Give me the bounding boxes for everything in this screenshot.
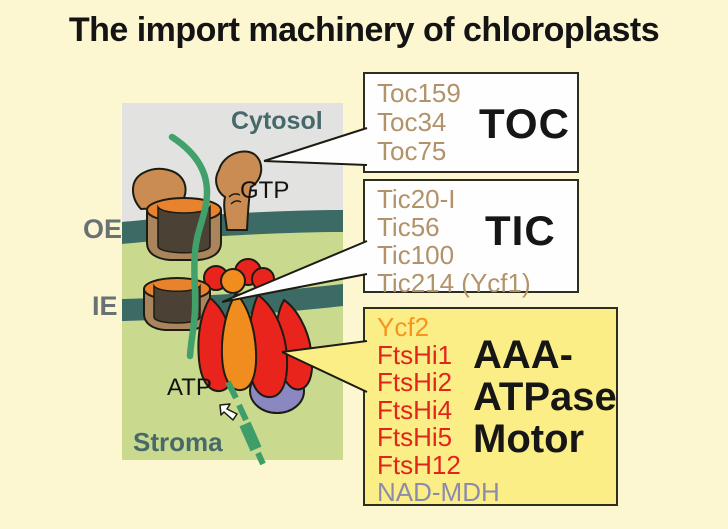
toc-callout-box: Toc159 Toc34 Toc75 TOC bbox=[363, 72, 579, 173]
list-item: FtsHi2 bbox=[377, 367, 453, 397]
cytosol-label: Cytosol bbox=[231, 107, 323, 135]
list-item: Tic100 bbox=[377, 240, 455, 270]
tic-wedge bbox=[221, 240, 368, 303]
stroma-background bbox=[122, 103, 343, 460]
list-item: Tic20-I bbox=[377, 184, 456, 214]
outer-envelope-label: OE bbox=[83, 214, 123, 244]
list-item: FtsHi4 bbox=[377, 394, 453, 425]
gtp-label: GTP bbox=[240, 177, 290, 204]
toc-complex-name: TOC bbox=[479, 100, 570, 147]
toc-subunit-list: Toc159 Toc34 Toc75 bbox=[377, 79, 461, 166]
inner-envelope-membrane bbox=[122, 284, 343, 321]
page-title: The import machinery of chloroplasts bbox=[68, 11, 660, 49]
list-item: Toc34 bbox=[377, 107, 447, 137]
list-item: Tic214 (Ycf1) bbox=[377, 268, 531, 298]
motor-subunit-list: Ycf2 FtsHi1 FtsHi2 FtsHi4 FtsHi5 FtsH12 … bbox=[377, 312, 500, 507]
list-item: FtsHi5 bbox=[377, 422, 453, 452]
preprotein-dashes bbox=[225, 380, 266, 466]
list-item: NAD-MDH bbox=[377, 477, 500, 507]
toc-channel bbox=[146, 197, 222, 261]
toc-receptor-left bbox=[132, 167, 187, 211]
list-item: Toc75 bbox=[377, 136, 447, 166]
list-item: Tic56 bbox=[377, 212, 440, 242]
motor-name-line: Motor bbox=[473, 417, 585, 461]
preprotein-thread bbox=[168, 133, 211, 360]
tic-callout-box: Tic20-I Tic56 Tic100 Tic214 (Ycf1) TIC bbox=[363, 179, 579, 297]
list-item: Toc159 bbox=[377, 78, 461, 108]
outer-envelope-membrane bbox=[122, 210, 343, 244]
list-item: Ycf2 bbox=[377, 312, 430, 342]
stroma-label: Stroma bbox=[133, 427, 223, 457]
motor-name-line: AAA- bbox=[473, 333, 573, 377]
motor-name-line: ATPase bbox=[473, 375, 617, 419]
atp-label: ATP bbox=[167, 374, 212, 401]
tic-complex-name: TIC bbox=[485, 207, 556, 254]
motor-lobes bbox=[197, 291, 314, 399]
tic-subunit-list: Tic20-I Tic56 Tic100 Tic214 (Ycf1) bbox=[377, 185, 531, 297]
motor-callout-box: Ycf2 FtsHi1 FtsHi2 FtsHi4 FtsHi5 FtsH12 … bbox=[363, 307, 618, 506]
motor-complex-name: AAA- ATPase Motor bbox=[473, 334, 617, 460]
list-item: FtsHi1 bbox=[377, 339, 453, 370]
nad-mdh-blob bbox=[249, 368, 305, 414]
motor-upper-lobes bbox=[203, 258, 275, 294]
list-item: FtsH12 bbox=[377, 449, 461, 480]
motor-wedge bbox=[281, 340, 368, 393]
inner-envelope-label: IE bbox=[92, 291, 118, 321]
import-direction-arrow-icon bbox=[219, 403, 238, 421]
tic-channel bbox=[143, 277, 211, 331]
